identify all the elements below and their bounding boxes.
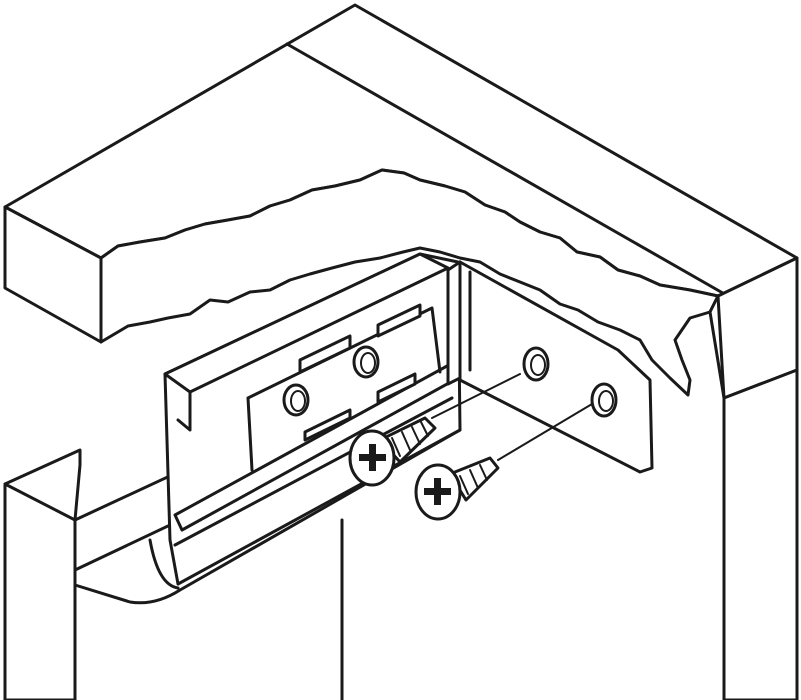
mounting-hole-icon — [522, 346, 550, 382]
cabinet-left-side — [3, 482, 77, 700]
cabinet — [3, 368, 799, 700]
rail-lower-rib-line — [173, 396, 454, 547]
corner-bracket — [446, 260, 654, 474]
rail-top-flange — [163, 252, 450, 394]
phillips-screw-head-icon — [424, 478, 451, 505]
mounting-hole-icon — [282, 383, 310, 417]
guide-line — [497, 403, 593, 461]
screw-thread — [459, 464, 488, 495]
screw — [348, 416, 437, 487]
screw — [414, 456, 500, 521]
countertop — [3, 3, 799, 400]
screw-thread — [391, 421, 429, 457]
rail-flange-edge — [176, 390, 192, 432]
countertop-seam-line — [285, 42, 730, 298]
rail-slot — [298, 334, 352, 374]
bracket-side-wall — [446, 260, 462, 386]
countertop-edge-line — [716, 294, 726, 400]
phillips-screw-head-icon — [359, 444, 386, 471]
rail-slot — [303, 408, 352, 442]
mounting-hole-icon — [352, 345, 380, 379]
mounting-hole-icon — [590, 382, 618, 418]
cabinet-right-side — [722, 368, 799, 700]
rail-lip-curve — [148, 538, 180, 590]
guide-line — [431, 373, 521, 419]
bracket-plate — [458, 260, 654, 474]
rail-slot — [376, 303, 422, 338]
rail-slot — [376, 372, 417, 404]
countertop-front-face — [99, 168, 720, 397]
